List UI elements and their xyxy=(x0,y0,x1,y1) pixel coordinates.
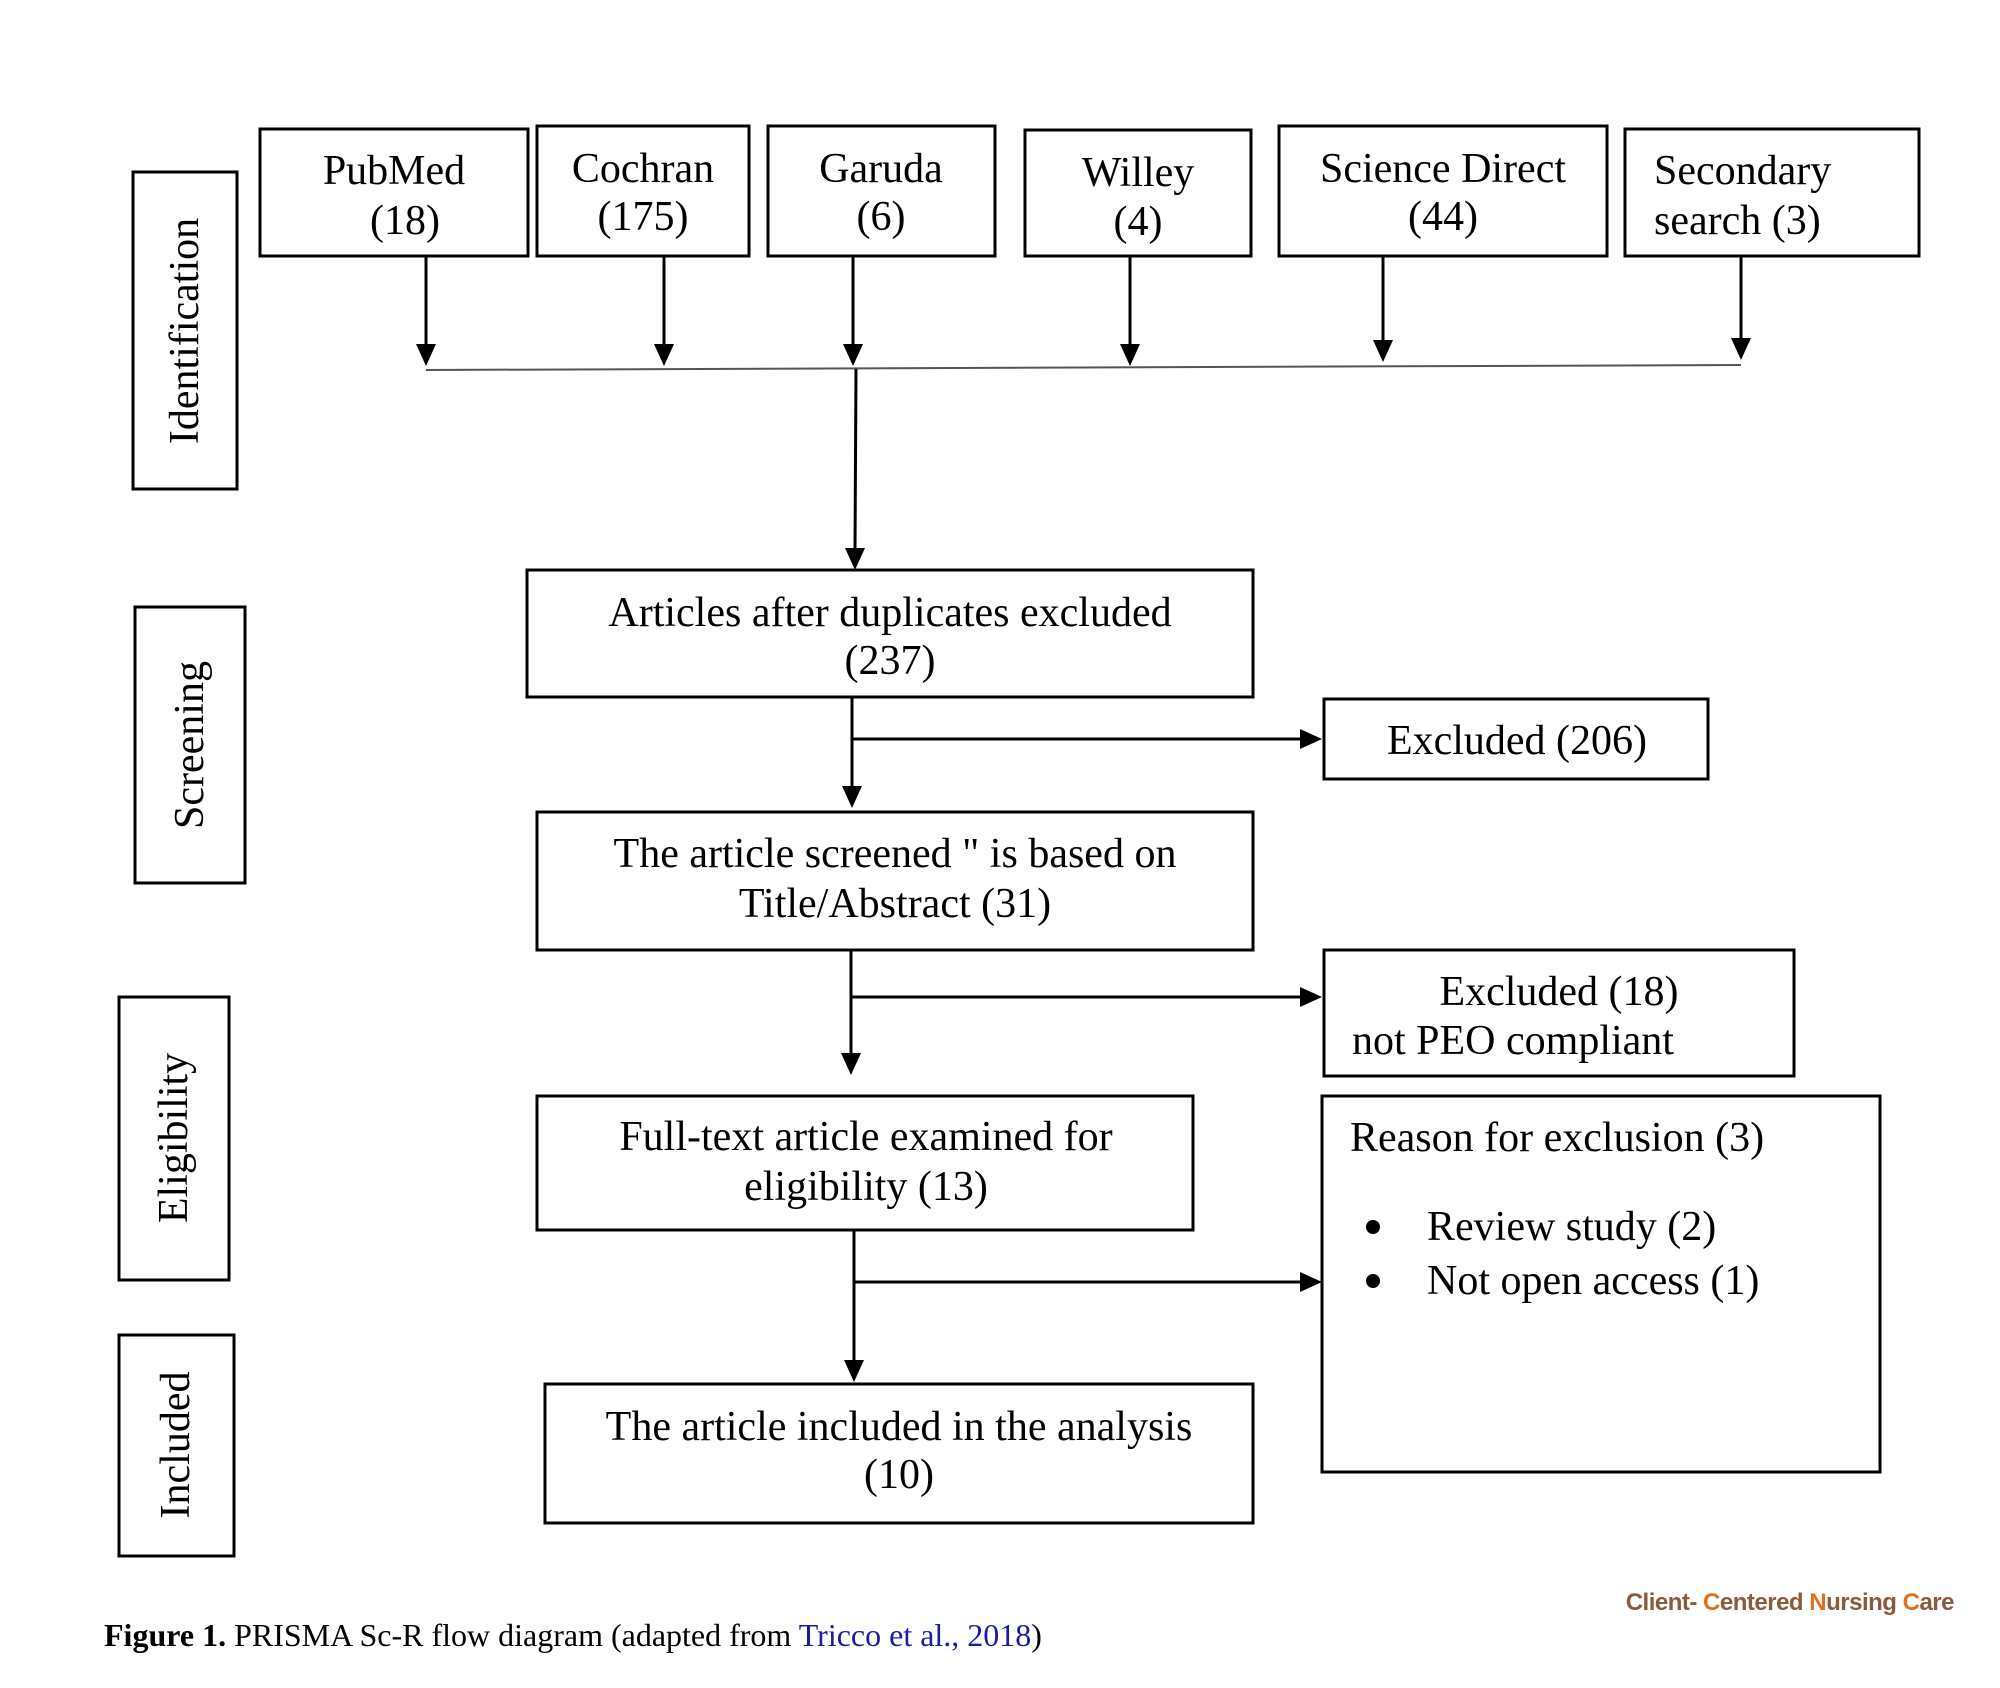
arrowhead-cochran xyxy=(654,344,674,366)
journal-part-4: are xyxy=(1919,1589,1954,1616)
fulltext-count: eligibility (13) xyxy=(744,1164,988,1210)
arrowhead-excluded-2 xyxy=(1300,987,1322,1007)
journal-n1: N xyxy=(1809,1589,1827,1616)
merge-line xyxy=(425,364,1742,371)
excluded-1-label: Excluded (206) xyxy=(1387,718,1647,764)
source-willey-count: (4) xyxy=(1114,199,1163,245)
duplicates-count: (237) xyxy=(845,638,936,684)
arrowhead-fulltext xyxy=(841,1053,861,1075)
duplicates-box: Articles after duplicates excluded (237) xyxy=(525,568,1255,699)
stage-included-label: Included xyxy=(153,1372,199,1519)
source-garuda-count: (6) xyxy=(857,194,906,240)
arrowhead-screened xyxy=(842,786,862,808)
arrowhead-willey xyxy=(1120,344,1140,366)
included-count: (10) xyxy=(864,1452,934,1498)
excluded-box-1: Excluded (206) xyxy=(1322,697,1710,781)
source-box-cochran: Cochran (175) xyxy=(535,124,751,258)
duplicates-title: Articles after duplicates excluded xyxy=(608,590,1171,636)
source-cochran-name: Cochran xyxy=(572,146,714,192)
stage-screening: Screening xyxy=(133,605,247,885)
included-title: The article included in the analysis xyxy=(606,1404,1193,1450)
source-willey-name: Willey xyxy=(1082,150,1195,196)
arrowhead-science-direct xyxy=(1373,340,1393,362)
excluded-2-label: Excluded (18) xyxy=(1439,969,1678,1015)
caption-citation-link[interactable]: Tricco et al., 2018 xyxy=(798,1617,1032,1653)
source-secondary-name: Secondary xyxy=(1654,148,1831,194)
arrowhead-duplicates xyxy=(845,548,865,570)
screened-box: The article screened " is based on Title… xyxy=(535,810,1255,952)
caption-end: ) xyxy=(1031,1617,1042,1653)
source-garuda-name: Garuda xyxy=(819,146,943,192)
fulltext-box: Full-text article examined for eligibili… xyxy=(535,1094,1195,1232)
source-box-willey: Willey (4) xyxy=(1023,128,1253,258)
journal-logo: Client- Centered Nursing Care xyxy=(1625,1589,1955,1617)
source-box-pubmed: PubMed (18) xyxy=(258,127,530,258)
source-cochran-count: (175) xyxy=(598,194,689,240)
screened-title: The article screened " is based on xyxy=(614,831,1177,877)
reason-bullet-2 xyxy=(1366,1274,1380,1288)
journal-part-3: ursing xyxy=(1826,1589,1903,1616)
source-box-science-direct: Science Direct (44) xyxy=(1277,124,1609,258)
included-box: The article included in the analysis (10… xyxy=(543,1382,1255,1525)
arrowhead-pubmed xyxy=(416,344,436,366)
stage-screening-label: Screening xyxy=(167,661,213,829)
journal-c2: C xyxy=(1902,1589,1920,1616)
excluded-2-reason: not PEO compliant xyxy=(1352,1018,1674,1064)
arrowhead-reasons xyxy=(1300,1272,1322,1292)
journal-part-1: Client- xyxy=(1625,1589,1704,1616)
stage-identification-label: Identification xyxy=(162,218,208,444)
arrowhead-secondary xyxy=(1731,338,1751,360)
arrowhead-included xyxy=(844,1360,864,1382)
caption-label: Figure 1. xyxy=(104,1617,227,1653)
source-science-direct-count: (44) xyxy=(1408,194,1478,240)
screened-count: Title/Abstract (31) xyxy=(739,881,1051,927)
reason-item-2: Not open access (1) xyxy=(1427,1258,1759,1304)
source-pubmed-name: PubMed xyxy=(323,148,465,194)
excluded-box-2: Excluded (18) not PEO compliant xyxy=(1322,948,1796,1078)
journal-c1: C xyxy=(1703,1589,1720,1616)
source-secondary-count: search (3) xyxy=(1654,198,1821,244)
caption-text: PRISMA Sc-R flow diagram (adapted from xyxy=(226,1617,799,1653)
arrowhead-excluded-1 xyxy=(1300,729,1322,749)
source-arrows xyxy=(416,256,1751,366)
reason-bullet-1 xyxy=(1366,1220,1380,1234)
source-pubmed-count: (18) xyxy=(370,198,440,244)
stage-included: Included xyxy=(117,1333,236,1558)
figure-caption: Figure 1. PRISMA Sc-R flow diagram (adap… xyxy=(104,1617,1042,1654)
source-science-direct-name: Science Direct xyxy=(1320,146,1566,192)
arrowhead-garuda xyxy=(843,344,863,366)
source-box-garuda: Garuda (6) xyxy=(766,124,997,258)
arrow-merge-to-duplicates xyxy=(853,368,858,550)
reasons-title: Reason for exclusion (3) xyxy=(1350,1115,1764,1161)
fulltext-title: Full-text article examined for xyxy=(619,1114,1112,1160)
reason-item-1: Review study (2) xyxy=(1427,1204,1716,1250)
reasons-box: Reason for exclusion (3) Review study (2… xyxy=(1320,1094,1882,1474)
stage-identification: Identification xyxy=(131,170,239,491)
stage-eligibility: Eligibility xyxy=(117,995,231,1282)
journal-part-2: entered xyxy=(1719,1589,1810,1616)
stage-eligibility-label: Eligibility xyxy=(151,1053,197,1223)
source-box-secondary-search: Secondary search (3) xyxy=(1623,127,1921,258)
